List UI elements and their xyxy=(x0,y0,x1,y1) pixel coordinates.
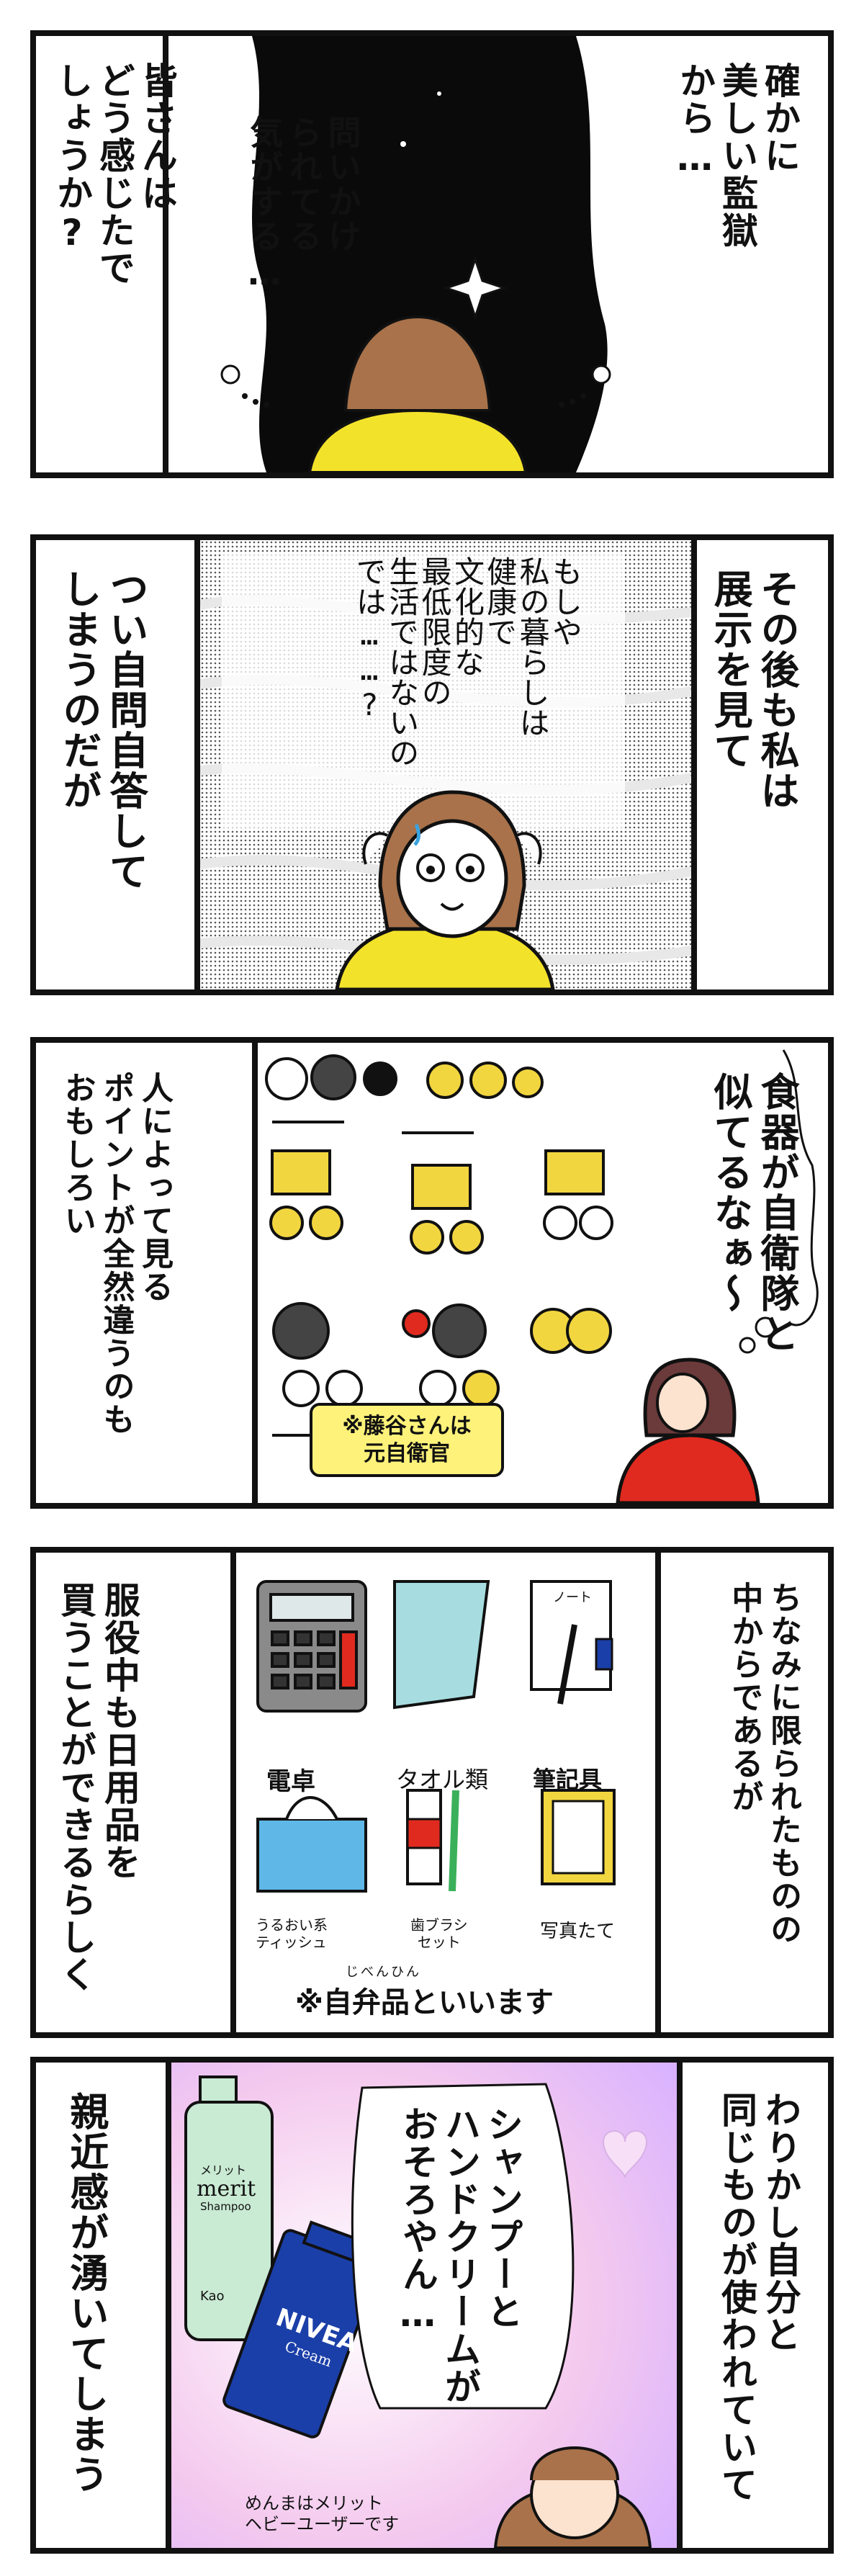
panel-1-narration-middle: 問いかけ られてる 気がする… xyxy=(245,115,362,294)
photo-frame-icon xyxy=(541,1789,616,1885)
panel-5-speech-bubble: シャンプーと ハンドクリームが おそろやん… xyxy=(397,2106,523,2405)
panel-5-footnote: めんまはメリット ヘビーユーザーです xyxy=(245,2493,400,2534)
item-label-stationery: 筆記具 xyxy=(533,1766,603,1793)
panel-3-narration-left: 人によって見る ポイントが全然違うのも おもしろい xyxy=(58,1072,174,1436)
item-label-photo-frame: 写真たて xyxy=(540,1921,616,1942)
panel-1: 確かに 美しい監獄 から… xyxy=(30,30,834,478)
panel-4: ちなみに限られたものの 中からであるが xyxy=(30,1547,834,2038)
panel-1-illustration xyxy=(202,36,626,472)
panel-1-narration-right: 確かに 美しい監獄 から… xyxy=(674,62,801,249)
toothbrush-set-icon xyxy=(406,1789,459,1892)
shampoo-label-small: メリット xyxy=(200,2163,246,2177)
calculator-icon xyxy=(256,1580,367,1713)
shampoo-bottle-icon: メリット merit Shampoo Kao xyxy=(184,2075,274,2341)
panel-2-art xyxy=(200,540,691,989)
panel-3-caption: ※藤谷さんは 元自衛官 xyxy=(310,1403,504,1477)
heart-icon xyxy=(602,2130,648,2178)
panel-5: わりかし自分と 同じものが使われていて メリット merit xyxy=(30,2057,834,2554)
panel-2-illustration xyxy=(200,540,691,989)
panel-4-art: ノート xyxy=(236,1553,655,2032)
item-label-towel: タオル類 xyxy=(396,1766,489,1793)
panel-4-divider-right xyxy=(655,1553,661,2032)
panel-5-divider-left xyxy=(166,2063,171,2548)
notebook-pen-icon: ノート xyxy=(530,1580,613,1705)
item-label-toothbrush: 歯ブラシ セット xyxy=(410,1916,468,1951)
panel-4-narration-right: ちなみに限られたものの 中からであるが xyxy=(726,1581,801,1946)
panel-5-illustration: メリット merit Shampoo Kao NIVEA Cream xyxy=(171,2063,677,2548)
panel-5-narration-right: わりかし自分と 同じものが使われていて xyxy=(716,2091,801,2503)
panel-3: 食器が自衛隊と 似てるなぁ〜 ※藤谷さんは 元自衛官 人によって見る ポイントが… xyxy=(30,1037,834,1509)
panel-1-divider xyxy=(163,36,168,472)
hand-cream-tube-icon: NIVEA Cream xyxy=(222,2220,381,2438)
notebook-label: ノート xyxy=(553,1590,592,1605)
panel-2: その後も私は 展示を見て xyxy=(30,534,834,995)
panel-4-illustration: ノート xyxy=(236,1553,655,2032)
panel-4-narration-left: 服役中も日用品を 買うことができるらしく xyxy=(55,1581,140,1993)
item-label-tissue: うるおい系 ティッシュ xyxy=(256,1916,328,1951)
panel-5-art: メリット merit Shampoo Kao NIVEA Cream xyxy=(171,2063,677,2548)
panel-4-divider-left xyxy=(230,1553,236,2032)
panel-1-art xyxy=(202,36,626,472)
plate-row-1 xyxy=(265,1054,544,1100)
sparkle-icon xyxy=(443,256,508,320)
panel-3-thought-bubble: 食器が自衛隊と 似てるなぁ〜 xyxy=(707,1072,799,1354)
panel-5-narration-left: 親近感が湧いてしまう xyxy=(63,2091,109,2495)
panel-2-narration-right: その後も私は 展示を見て xyxy=(707,569,799,811)
panel-5-divider-right xyxy=(677,2063,683,2548)
panel-2-divider-left xyxy=(194,540,200,989)
item-label-calculator: 電卓 xyxy=(266,1767,315,1796)
plate-row-2 xyxy=(269,1149,613,1255)
panel-4-note: ※自弁品といいます xyxy=(295,1986,554,2019)
panel-1-narration-left: 皆さんは どう感じたで しょうか? xyxy=(51,62,178,287)
panel-2-thought-bubble: もしや 私の暮らしは 健康で 文化的な 最低限度の 生活ではないの では……? xyxy=(351,556,583,768)
tissue-box-icon xyxy=(256,1796,367,1893)
shampoo-maker: Kao xyxy=(200,2289,225,2304)
panel-3-divider xyxy=(252,1043,258,1503)
panel-2-divider-right xyxy=(691,540,697,989)
note-ruby: じべんひん xyxy=(346,1965,421,1980)
panel-2-narration-left: つい自問自答して しまうのだが xyxy=(55,569,148,892)
towel-icon xyxy=(393,1580,490,1710)
shampoo-label-sub: Shampoo xyxy=(200,2200,251,2213)
shampoo-label-brand: merit xyxy=(197,2176,256,2202)
